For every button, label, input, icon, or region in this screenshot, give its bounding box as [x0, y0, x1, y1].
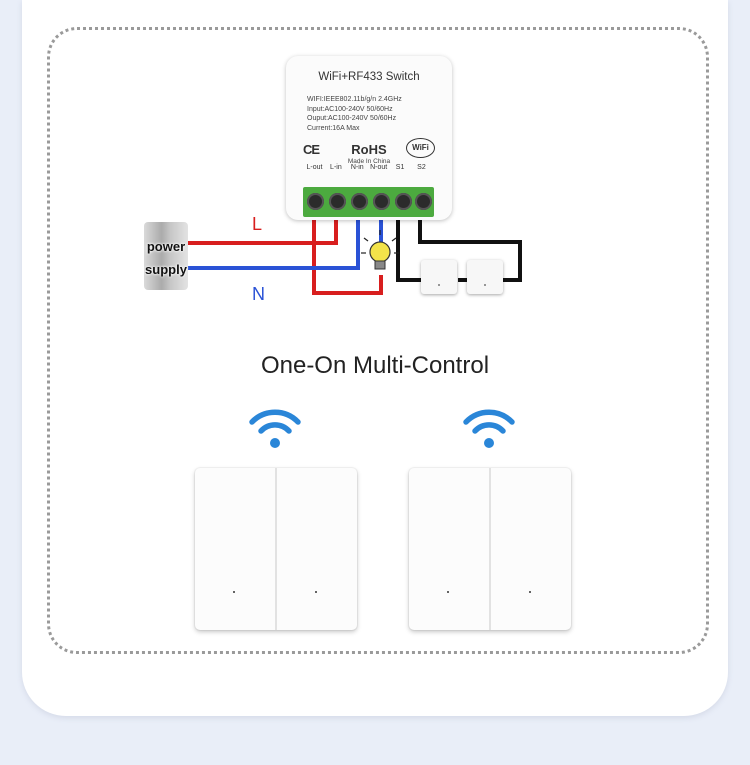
indicator-dot	[529, 591, 531, 593]
indicator-dot	[315, 591, 317, 593]
wall-switch-panel-right[interactable]	[409, 468, 571, 630]
power-supply-graphic	[144, 222, 188, 290]
spec-wifi: WIFI:IEEE802.11b/g/n 2.4GHz	[307, 96, 402, 103]
terminal-screw	[395, 193, 412, 210]
wall-switch-2-mini	[467, 260, 503, 294]
bulb-icon	[361, 230, 399, 270]
panel-divider	[275, 468, 277, 630]
power-label-line1: power	[146, 239, 186, 254]
terminal-screw	[307, 193, 324, 210]
terminal-labels: L-out L-in N-in N-out S1 S2	[304, 164, 432, 171]
neutral-label: N	[252, 284, 265, 304]
wifi-icon	[463, 409, 515, 448]
terminal-label-n-in: N-in	[350, 164, 364, 171]
terminal-screw	[329, 193, 346, 210]
wifi-logo: WiFi	[406, 138, 435, 158]
terminal-screw	[415, 193, 432, 210]
spec-current: Current:16A Max	[307, 124, 360, 132]
terminal-label-s1: S1	[395, 164, 405, 171]
switch-wires	[396, 214, 522, 282]
wall-switch-1-mini	[421, 260, 457, 294]
terminal-label-s2: S2	[417, 164, 426, 171]
live-label: L	[252, 214, 263, 234]
module-specs: WIFI:IEEE802.11b/g/n 2.4GHz Input:AC100-…	[307, 95, 402, 133]
module-title: WiFi+RF433 Switch	[318, 71, 420, 83]
section-heading: One-On Multi-Control	[260, 352, 490, 379]
terminal-label-n-out: N-out	[370, 164, 388, 171]
terminal-screw	[373, 193, 390, 210]
wiring-diagram	[188, 214, 522, 295]
indicator-dot	[233, 591, 235, 593]
spec-output: Ouput:AC100-240V 50/60Hz	[307, 115, 397, 122]
relay-module: WiFi+RF433 Switch WIFI:IEEE802.11b/g/n 2…	[286, 56, 452, 220]
wall-switch-panel-left[interactable]	[195, 468, 357, 630]
terminal-label-l-in: L-in	[330, 164, 342, 171]
wifi-icon	[249, 409, 301, 448]
made-in-label: Made In China	[347, 158, 391, 165]
power-label-line2: supply	[145, 262, 187, 277]
terminal-block	[303, 187, 434, 217]
ce-mark: CE	[303, 142, 320, 157]
spec-input: Input:AC100-240V 50/60Hz	[307, 105, 393, 113]
terminal-screw	[351, 193, 368, 210]
terminal-label-l-out: L-out	[306, 164, 323, 171]
dotted-frame	[47, 27, 709, 654]
rohs-mark: RoHS	[351, 142, 387, 157]
indicator-dot	[447, 591, 449, 593]
live-wire	[188, 214, 383, 295]
panel-divider	[489, 468, 491, 630]
